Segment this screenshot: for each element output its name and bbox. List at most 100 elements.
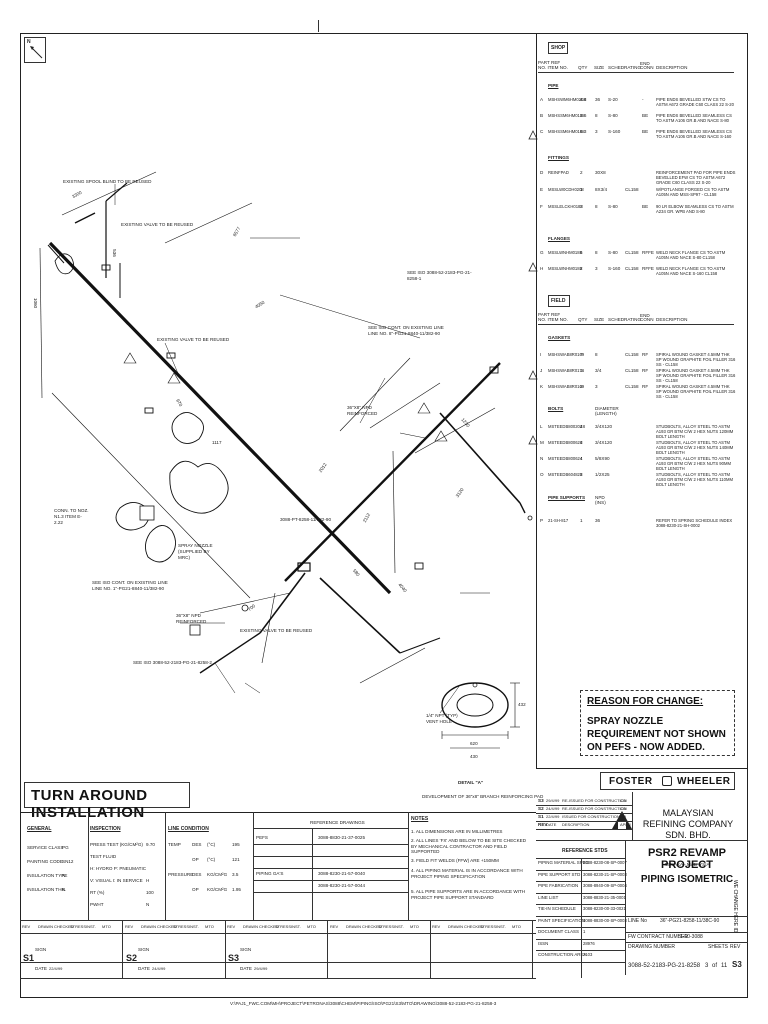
rev-date: DATE [546, 822, 557, 827]
rev-rule [536, 821, 632, 822]
sign-date: 24/4/99 [152, 966, 166, 971]
bom-row-size: 1/2X25 [595, 472, 610, 477]
revision-triangle-icon [528, 262, 538, 272]
rev-appr: APPR [620, 822, 631, 827]
center-tick [318, 20, 319, 32]
bom-row-desc: REINFORCEMENT PAD FOR PIPE ENDS BEVELLED… [656, 170, 736, 185]
inspection-val: 100 [146, 890, 154, 895]
bom-row-no: I [540, 352, 542, 357]
rev-label: REV [730, 944, 741, 950]
dim-7: 1117 [212, 440, 222, 445]
contract-value: 1-10-3088 [680, 934, 703, 940]
sign-col-hdr: STRESS [173, 924, 190, 929]
rev-bottom [536, 840, 748, 841]
field-hdr-part: PART REF [538, 312, 561, 317]
cond-unit: (°C) [207, 857, 216, 862]
bom-row-rating: CL158 [625, 352, 639, 357]
rev-desc: ISSUED FOR CONSTRUCTION [562, 814, 620, 819]
bom-row-qty: 4.8 [580, 97, 587, 102]
bom-row-qty: 7 [580, 352, 583, 357]
bom-row-qty: 8 [580, 472, 583, 477]
field-label: FIELD [551, 298, 566, 304]
std-val: 3088-8830-00-SP-0003 [583, 917, 627, 923]
field-label-box: FIELD [548, 295, 570, 307]
sign-col-hdr: CHECKED [464, 924, 484, 929]
note-item: 5. ALL PIPE SUPPORTS ARE IN ACCORDANCE W… [411, 889, 526, 900]
std-val: 3088-8230-00-33-0021 [583, 906, 626, 911]
rule-b [625, 932, 748, 933]
bom-row-size: 3/4X120 [595, 440, 613, 445]
line-no-label: LINE No [628, 918, 647, 924]
ref-rule [253, 844, 408, 845]
bom-row-item: MSHSWAB8R0169 [548, 352, 585, 357]
rev-code: S1 [538, 814, 544, 819]
sign-top [20, 920, 536, 921]
revision-triangle-icon [528, 130, 538, 140]
rule-a [625, 916, 748, 917]
ref-rule [253, 856, 408, 857]
sheet-of: of [712, 963, 718, 969]
ref-key: PEFS [256, 835, 268, 840]
inspection-val: N [146, 902, 150, 907]
bom-row-desc: SPIRAL WOUND GASKET 4.5MM THK SP WOUND G… [656, 368, 736, 383]
dim-4: 1060 [33, 297, 39, 309]
bom-row-rating: CL158 [625, 187, 639, 192]
field-hdr-desc: DESCRIPTION [656, 317, 688, 322]
cond-key: OP [192, 887, 199, 892]
client-logo-icon [610, 809, 634, 831]
note-item: 2. ALL LINES 'FX' AND BELOW TO BE SITE C… [411, 838, 527, 854]
std-key: PIPING MATERIAL SPEC [538, 860, 589, 865]
rev-desc: RE-ISSUED FOR CONSTRUCTION [562, 806, 627, 811]
sign-col-hdr: DRAWN [38, 924, 53, 929]
bom-row-desc: STUDBOLTS, ALLOY STEEL TO ASTM A193 GR B… [656, 472, 733, 487]
north-arrow: N [24, 37, 46, 63]
inspection-key: H: HYDRO P: PNEUMATIC [90, 866, 147, 871]
general-title: GENERAL [27, 826, 52, 832]
bom-row-no: B [540, 113, 544, 118]
sign-rev: S3 [228, 953, 240, 963]
rev-code: S3 [538, 798, 544, 803]
bom-row-end: RF [642, 384, 649, 389]
revision-triangle-icon [528, 435, 538, 445]
bom-row-size: 8 [595, 352, 598, 357]
stds-col [581, 858, 582, 978]
bom-row-desc: STUDBOLTS, ALLOY STEEL TO ASTM A193 GR B… [656, 456, 731, 471]
rev-code: REV [538, 822, 548, 827]
bom-row-rating: CL158 [625, 384, 639, 389]
pipe-section-title: PIPE [548, 83, 559, 88]
callout-conn-nozzle: CONN. TO NOZ. N1.3 ITEM E-2.22 [54, 508, 89, 525]
rev-col-right [632, 792, 633, 840]
date-label: DATE [138, 966, 150, 971]
ref-rule [253, 892, 408, 893]
rev-date: 22/4/99 [546, 814, 560, 819]
note-item: 1. ALL DIMENSIONS ARE IN MILLIMETRES [411, 829, 503, 834]
north-arrow-icon [30, 46, 43, 59]
ref-key: PIPING GA'S [256, 871, 284, 876]
std-key: ISSN [538, 940, 549, 946]
ref-val: 3088-8830-21-37-0025 [318, 835, 365, 840]
rev-desc: RE-ISSUED FOR CONSTRUCTION [562, 798, 627, 803]
sign-col-hdr: REV [432, 924, 441, 929]
sign-col-hdr: MTO [512, 924, 521, 929]
rev-date: 24/4/99 [546, 806, 560, 811]
sign-col-hdr: CHECKED [54, 924, 74, 929]
field-hdr-rating: RATING [624, 317, 642, 322]
detail-a-sketch [439, 682, 520, 749]
rev-appr: CO [620, 806, 626, 811]
bom-row-sched: S-20 [608, 97, 618, 102]
sign-label: SIGN [138, 947, 150, 952]
callout-spray-nozzle: SPRAY NOZZLE (SUPPLIED BY MRC) [178, 543, 213, 560]
bom-row-item: MSHSSM6HM0188 [548, 113, 585, 118]
rev-code: S2 [538, 806, 544, 811]
bom-row-no: A [540, 97, 544, 102]
sign-mid [20, 933, 536, 934]
callout-line-tag: 3088-PT-8258-11/382-90 [280, 517, 331, 522]
bom-row-no: P [540, 518, 544, 523]
shop-label-box: SHOP [548, 42, 568, 54]
rev-rule [536, 829, 632, 830]
bom-row-no: D [540, 170, 544, 175]
sign-col-hdr: INST. [291, 924, 301, 929]
note-item: 4. ALL PIPING MATERIAL IS IN ACCORDANCE … [411, 868, 523, 879]
detail-sub: DEVELOPMENT OF 36"x8" BRANCH REINFORCING… [422, 794, 544, 799]
bom-row-item: REINFPAD [548, 170, 569, 175]
